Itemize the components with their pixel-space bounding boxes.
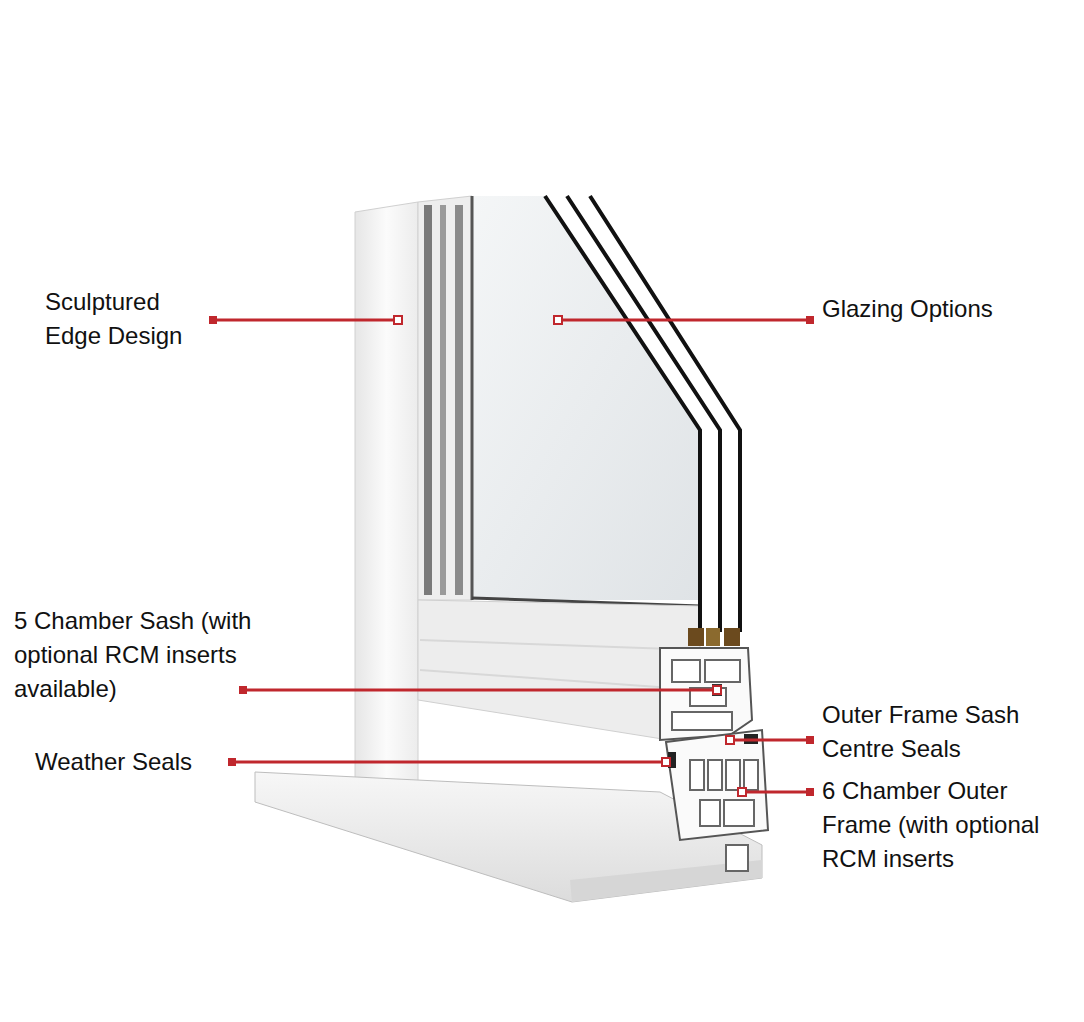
callout-label: 5 Chamber Sash (with optional RCM insert…: [14, 604, 256, 706]
callout-label: 6 Chamber Outer Frame (with optional RCM…: [822, 774, 1080, 876]
leader-lines: [209, 316, 814, 796]
callout-label: Weather Seals: [35, 745, 235, 779]
callout-label: Outer Frame Sash Centre Seals: [822, 698, 1064, 766]
callout-label: Glazing Options: [822, 292, 1082, 326]
callout-label: Sculptured Edge Design: [45, 285, 215, 353]
